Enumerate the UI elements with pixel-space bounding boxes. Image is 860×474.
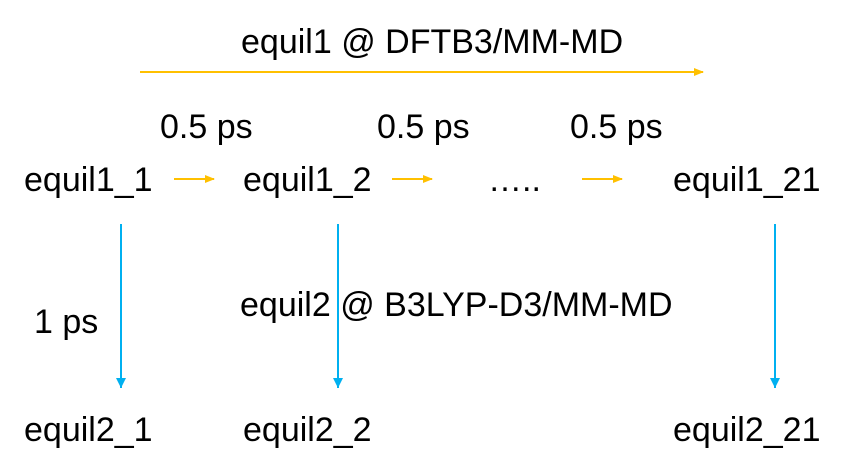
node-equil2-1: equil2_1	[24, 411, 153, 449]
node-equil1-1: equil1_1	[24, 161, 153, 199]
node-equil1-21: equil1_21	[673, 161, 821, 199]
equil2-title: equil2 @ B3LYP-D3/MM-MD	[240, 286, 673, 324]
node-equil2-21: equil2_21	[673, 411, 821, 449]
node-equil2-2: equil2_2	[243, 411, 372, 449]
node-equil1-2: equil1_2	[243, 161, 372, 199]
equil1-title: equil1 @ DFTB3/MM-MD	[241, 23, 624, 61]
step-label-3: 0.5 ps	[570, 108, 663, 146]
node-ellipsis: …..	[488, 161, 541, 199]
step-label-1: 0.5 ps	[160, 108, 253, 146]
vertical-step-label: 1 ps	[34, 303, 99, 341]
step-label-2: 0.5 ps	[377, 108, 470, 146]
